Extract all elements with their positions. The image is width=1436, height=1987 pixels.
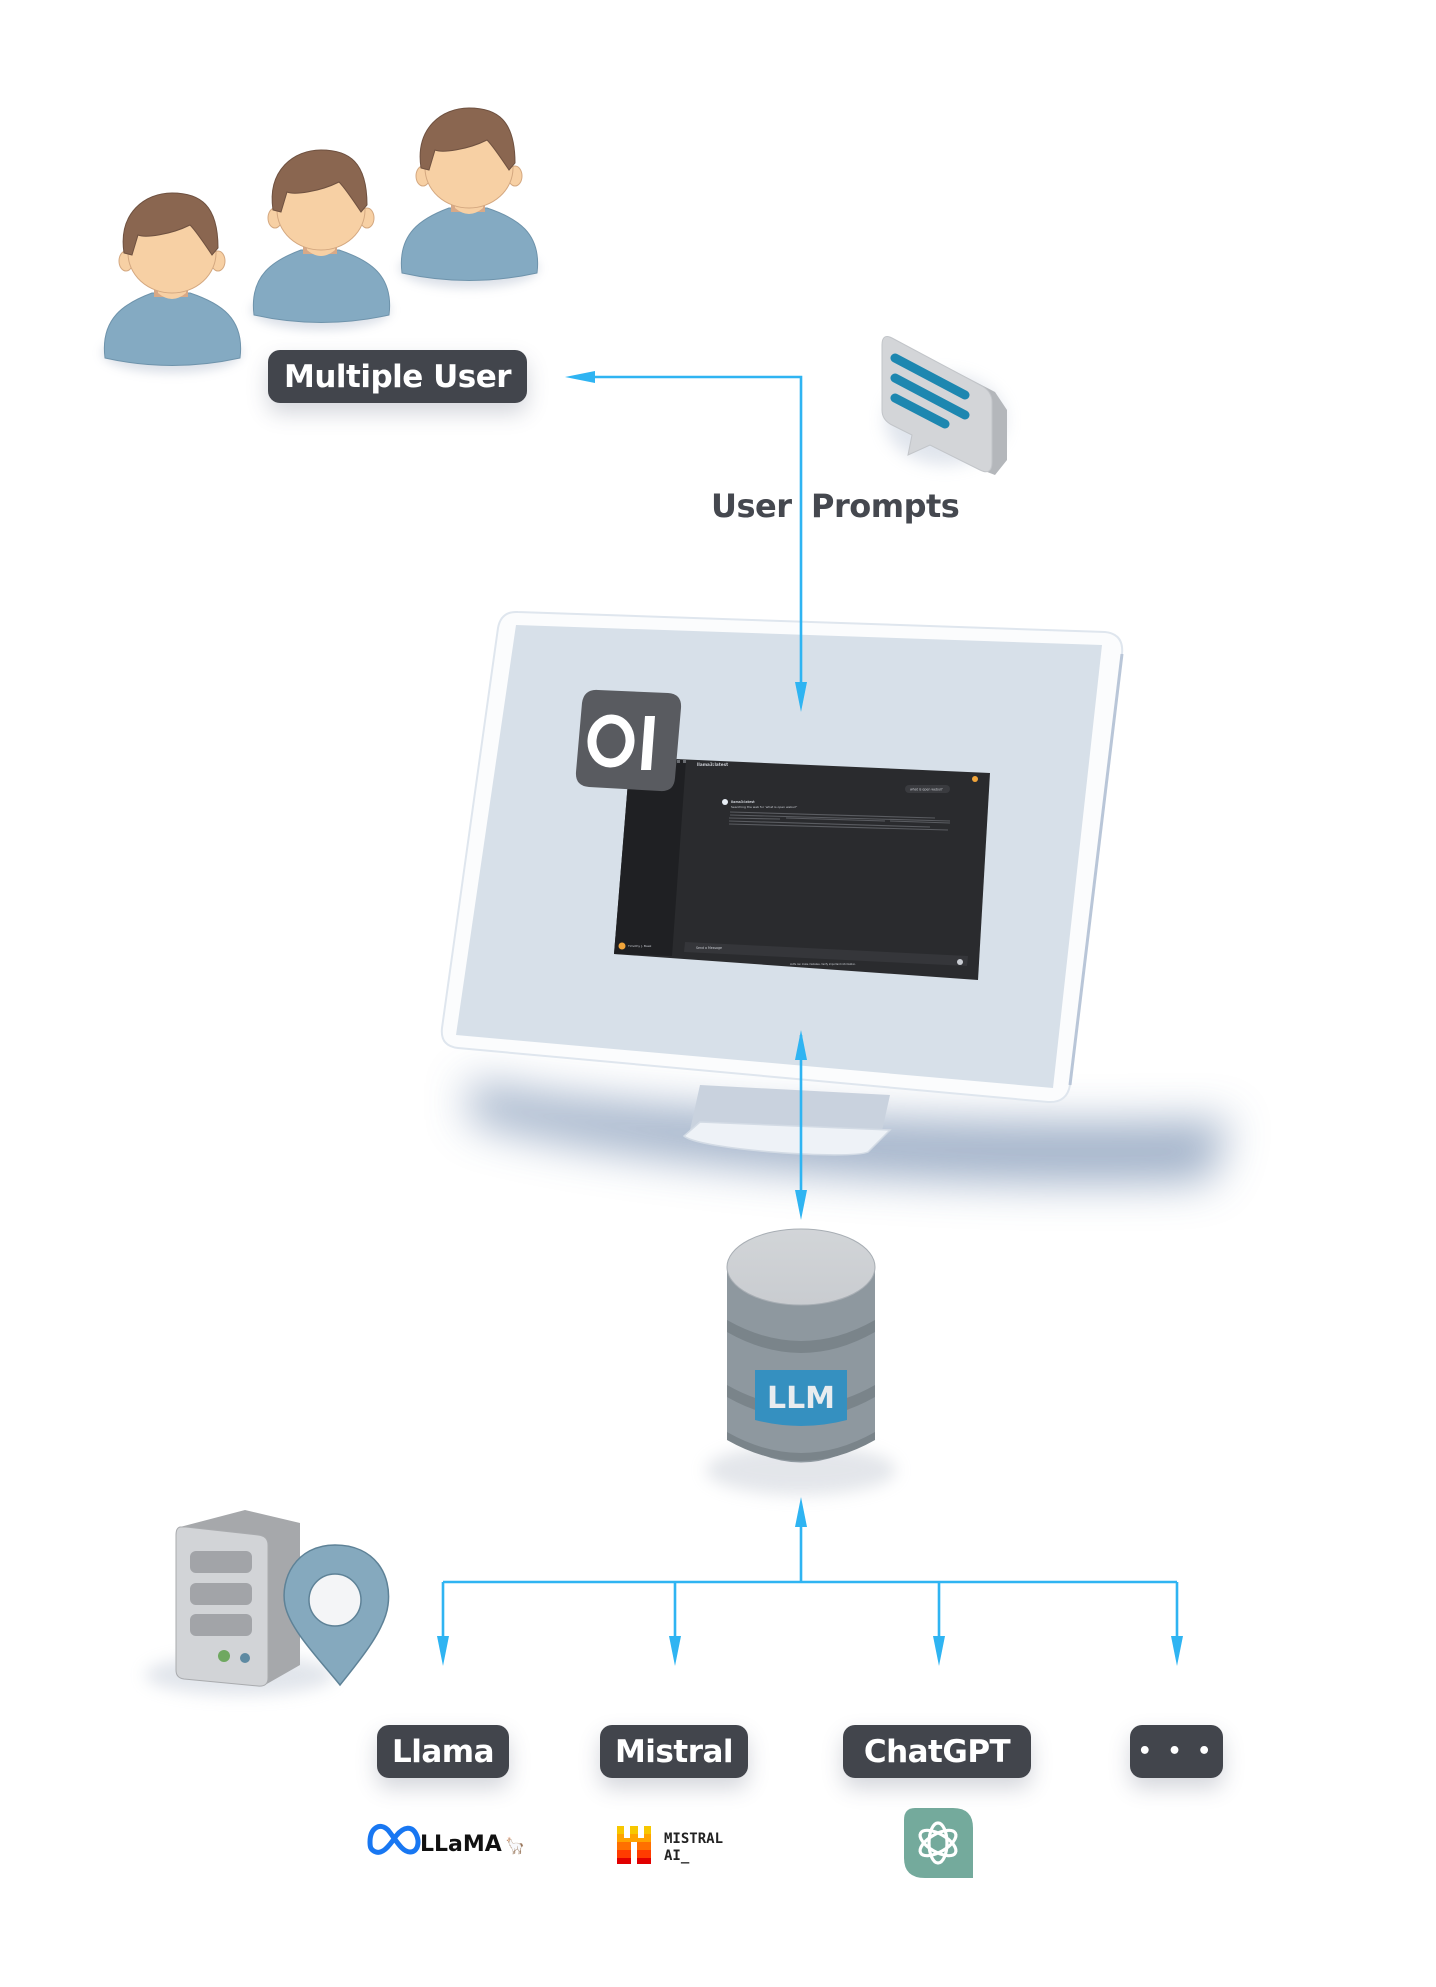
mistral-logo-text-2: AI_: [664, 1848, 690, 1864]
message-input-placeholder: Send a Message: [696, 946, 722, 950]
server-location-icon: [145, 1510, 390, 1695]
openai-logo: [904, 1808, 973, 1878]
app-sidebar: [614, 757, 686, 956]
llama-animal-icon: 🦙: [505, 1836, 525, 1855]
provider-mistral-label[interactable]: Mistral: [600, 1725, 748, 1778]
database-icon: [706, 1228, 896, 1495]
app-model-selector[interactable]: llama3:latest: [697, 762, 728, 767]
app-footer-note: LLMs can make mistakes. Verify important…: [790, 963, 856, 966]
assistant-status: Searching the web for 'what is open webu…: [731, 805, 797, 809]
message-input[interactable]: [684, 942, 968, 966]
prompt-arrow-line: [580, 375, 803, 705]
monitor-frame-edge: [1068, 653, 1124, 1086]
arrow-down-icon: [1171, 1636, 1183, 1666]
monitor-stand: [682, 1085, 892, 1156]
arrow-down-icon: [795, 682, 807, 712]
arrow-up-icon: [795, 1030, 807, 1060]
user-prompts-label-right: Prompts: [811, 487, 960, 525]
sidebar-user-name[interactable]: Timothy J. Baek: [627, 944, 652, 948]
open-webui-app-window: llama3:latest what is open webui? llama3…: [614, 757, 990, 980]
user-avatar-icon: [102, 192, 242, 373]
arrow-down-icon: [437, 1636, 449, 1666]
arrow-heads: [437, 371, 1183, 1666]
user-message-bubble: [905, 785, 950, 793]
mistral-ai-logo: MISTRAL AI_: [617, 1826, 723, 1864]
assistant-avatar-icon: [722, 799, 728, 805]
new-chat-icon[interactable]: [677, 760, 680, 763]
llm-badge: [755, 1370, 847, 1426]
arrow-left-icon: [565, 371, 595, 383]
user-avatar-icon: [399, 107, 539, 288]
arrow-down-icon: [795, 1190, 807, 1220]
sidebar-toggle-icon[interactable]: [683, 760, 686, 763]
llama-logo-text: LLaMA: [420, 1832, 502, 1857]
user-avatar-icon: [251, 149, 391, 330]
send-button[interactable]: [957, 959, 963, 965]
provider-llama-label[interactable]: Llama: [377, 1725, 509, 1778]
flow-arrows: [441, 375, 1179, 1650]
open-webui-logo: [575, 689, 682, 792]
user-prompts-label-left: User: [711, 487, 792, 525]
chat-bubble-icon: [881, 336, 1007, 475]
mistral-logo-text-1: MISTRAL: [664, 1831, 723, 1847]
provider-branch-lines: [441, 1515, 1179, 1650]
arrow-up-icon: [795, 1497, 807, 1527]
llm-label: LLM: [767, 1381, 835, 1416]
assistant-response-lines: [728, 811, 951, 831]
provider-chatgpt-label[interactable]: ChatGPT: [843, 1725, 1031, 1778]
meta-llama-logo: LLaMA 🦙: [367, 1824, 525, 1857]
multiple-user-label: Multiple User: [268, 350, 527, 403]
users-group: [102, 107, 539, 373]
user-message-text: what is open webui?: [910, 788, 943, 792]
arrow-down-icon: [669, 1636, 681, 1666]
provider-more-label[interactable]: • • •: [1130, 1725, 1223, 1778]
arrow-down-icon: [933, 1636, 945, 1666]
user-avatar-icon[interactable]: [972, 776, 978, 782]
sidebar-user-avatar[interactable]: [618, 942, 626, 950]
assistant-name: llama3:latest: [731, 800, 755, 804]
